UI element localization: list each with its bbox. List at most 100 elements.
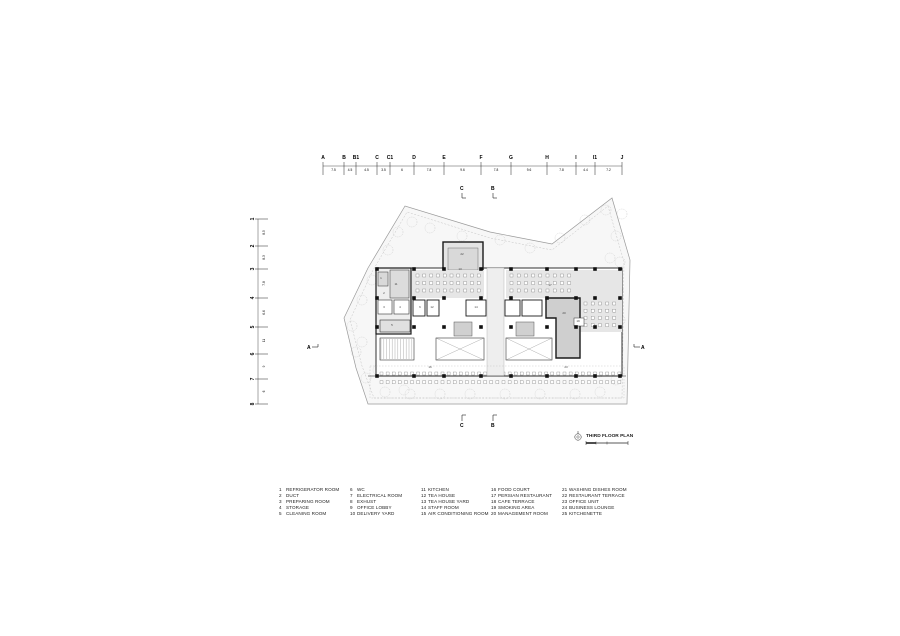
column-grid-label: A xyxy=(321,155,325,161)
dining-table xyxy=(611,380,615,384)
dining-table xyxy=(524,281,528,285)
legend-item-label: ELECTRICAL ROOM xyxy=(357,492,403,498)
food-court-hall xyxy=(506,270,622,298)
dining-table xyxy=(598,301,602,306)
dining-table xyxy=(605,301,609,306)
row-grid-label: 4 xyxy=(250,296,256,299)
legend-item-label: MANAGEMENT ROOM xyxy=(498,510,548,516)
dining-table xyxy=(562,371,567,376)
legend-item-number: 23 xyxy=(562,498,568,504)
row-grid-label: 5 xyxy=(250,325,256,328)
legend-item-number: 17 xyxy=(491,492,497,498)
legend-item-number: 12 xyxy=(421,492,427,498)
service-room-e xyxy=(379,319,411,333)
dining-table xyxy=(526,380,530,384)
room-number: 17 xyxy=(548,283,552,287)
room-number: 12 xyxy=(430,305,434,309)
tree-icon xyxy=(424,222,436,234)
dining-table xyxy=(436,288,440,293)
dining-table xyxy=(463,273,467,278)
tree-icon xyxy=(494,234,506,246)
core-4 xyxy=(504,299,521,317)
tree-icon xyxy=(456,230,468,242)
dining-table xyxy=(532,371,536,376)
dining-table xyxy=(538,281,542,285)
legend-item-label: KITCHEN xyxy=(428,487,449,492)
legend-item-label: AIR CONDITIONING ROOM xyxy=(428,510,489,516)
legend-item-number: 3 xyxy=(279,498,282,504)
dining-table xyxy=(443,288,447,293)
dining-table xyxy=(598,309,602,313)
column-grid-label: F xyxy=(479,155,482,161)
dining-table xyxy=(429,288,433,293)
row-grid-label: 3 xyxy=(250,267,256,270)
column-grid-label: B1 xyxy=(353,155,360,161)
dining-table xyxy=(611,371,615,376)
dining-table xyxy=(471,371,475,376)
row-grid-label: 1 xyxy=(250,217,256,220)
column-dimension: 9.6 xyxy=(527,168,532,172)
dining-table xyxy=(392,380,396,384)
structural-column xyxy=(545,296,549,300)
column-grid-label: E xyxy=(442,155,446,161)
drawing-title: THIRD FLOOR PLAN xyxy=(586,434,634,439)
dining-table xyxy=(517,281,521,285)
dining-tables xyxy=(379,273,622,384)
dining-table xyxy=(612,323,616,327)
dining-table xyxy=(514,380,518,384)
dining-table xyxy=(483,371,487,376)
dining-table xyxy=(429,273,433,278)
dining-table xyxy=(524,288,528,293)
legend-item-label: FOOD COURT xyxy=(498,487,530,492)
dining-table xyxy=(553,288,557,293)
dining-table xyxy=(456,281,460,285)
room-number: 23 xyxy=(564,365,568,369)
room-number: 3 xyxy=(383,305,385,309)
column-grid-label: J xyxy=(621,155,624,161)
structural-column xyxy=(509,267,513,271)
dining-table xyxy=(410,371,414,376)
legend-item-label: WASHING DISHES ROOM xyxy=(569,487,627,492)
dining-table xyxy=(470,281,474,285)
column-grid-label: H xyxy=(545,155,549,161)
service-room-c xyxy=(377,299,393,315)
dining-table xyxy=(398,371,402,376)
dining-table xyxy=(617,380,622,384)
dining-table xyxy=(531,281,535,285)
dining-table xyxy=(422,281,426,285)
legend-item-label: DELIVERY YARD xyxy=(357,510,395,516)
row-dimension: 6 xyxy=(262,390,266,392)
dining-table xyxy=(477,371,481,376)
dining-table xyxy=(507,380,512,384)
legend-item-number: 2 xyxy=(279,492,282,498)
dining-table xyxy=(428,380,432,384)
light-wells xyxy=(435,321,553,361)
tree-icon xyxy=(600,204,612,216)
dining-table xyxy=(605,316,609,320)
dining-table xyxy=(449,273,454,278)
dining-table xyxy=(560,273,564,278)
dining-table xyxy=(581,371,585,376)
dining-table xyxy=(605,309,609,313)
dining-table xyxy=(422,288,426,293)
dining-table xyxy=(583,323,588,327)
core-1 xyxy=(412,299,426,317)
legend-item-label: PREPARING ROOM xyxy=(286,498,330,504)
dining-table xyxy=(470,273,474,278)
structural-column xyxy=(574,296,578,300)
dining-table xyxy=(531,288,535,293)
row-grid-label: 8 xyxy=(250,402,256,405)
legend-item-label: DUCT xyxy=(286,492,300,498)
structural-column xyxy=(593,267,597,271)
section-mark-b-bottom: B xyxy=(491,423,495,429)
